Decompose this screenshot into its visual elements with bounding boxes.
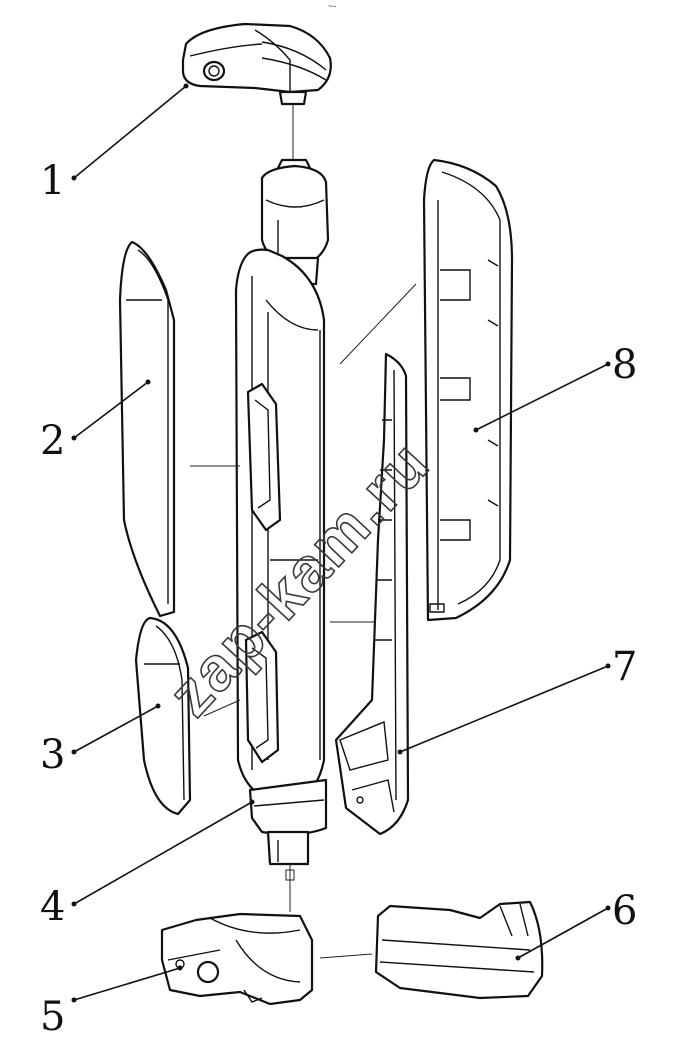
leader-lines [71,83,611,1003]
part-number-labels: 1 2 3 4 5 6 7 8 [40,158,637,1040]
label-part-1: 1 [40,158,65,204]
leader-5-to-6 [319,953,373,959]
part-1-top-cap [181,22,332,160]
top-mark: ~- [328,1,336,11]
part-5-base-mount [160,912,314,1006]
label-part-5: 5 [40,994,65,1040]
label-part-8: 8 [612,342,637,388]
leader-8-to-body [339,283,417,365]
label-part-2: 2 [40,418,65,464]
leader-3-to-body [203,699,241,717]
part-2-mirror-glass [118,240,176,618]
label-part-7: 7 [612,644,637,690]
label-part-4: 4 [40,884,65,930]
part-6-base-cover [374,900,544,1000]
main-column-body [234,158,330,912]
label-part-3: 3 [40,732,65,778]
part-7-inner-bracket [334,352,410,836]
part-8-back-cover [422,158,514,622]
part-3-lower-glass [134,616,192,816]
label-part-6: 6 [612,888,637,934]
